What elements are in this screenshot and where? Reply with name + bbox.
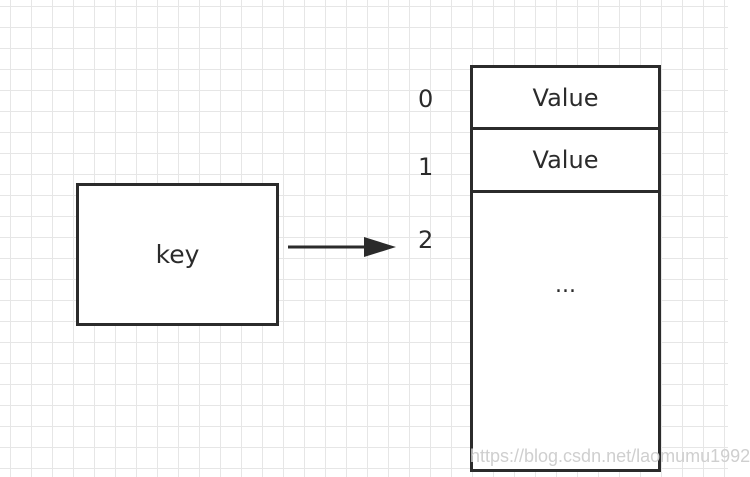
array-index-0: 0 bbox=[418, 85, 434, 113]
array-cell-0: Value bbox=[473, 68, 658, 130]
array-cell-1-label: Value bbox=[532, 146, 599, 174]
array-cell-0-label: Value bbox=[532, 83, 599, 112]
array-index-2: 2 bbox=[418, 226, 434, 254]
key-box: key bbox=[76, 183, 279, 326]
array-cell-rest: ... bbox=[473, 193, 658, 469]
key-label: key bbox=[155, 240, 200, 269]
array-cell-1: Value bbox=[473, 130, 658, 193]
array-box: Value Value ... bbox=[470, 65, 661, 472]
watermark: https://blog.csdn.net/laomumu1992 bbox=[470, 446, 750, 466]
array-index-1: 1 bbox=[418, 153, 434, 181]
arrow-head bbox=[364, 237, 396, 257]
array-ellipsis: ... bbox=[555, 273, 576, 298]
arrow-icon bbox=[288, 237, 396, 257]
